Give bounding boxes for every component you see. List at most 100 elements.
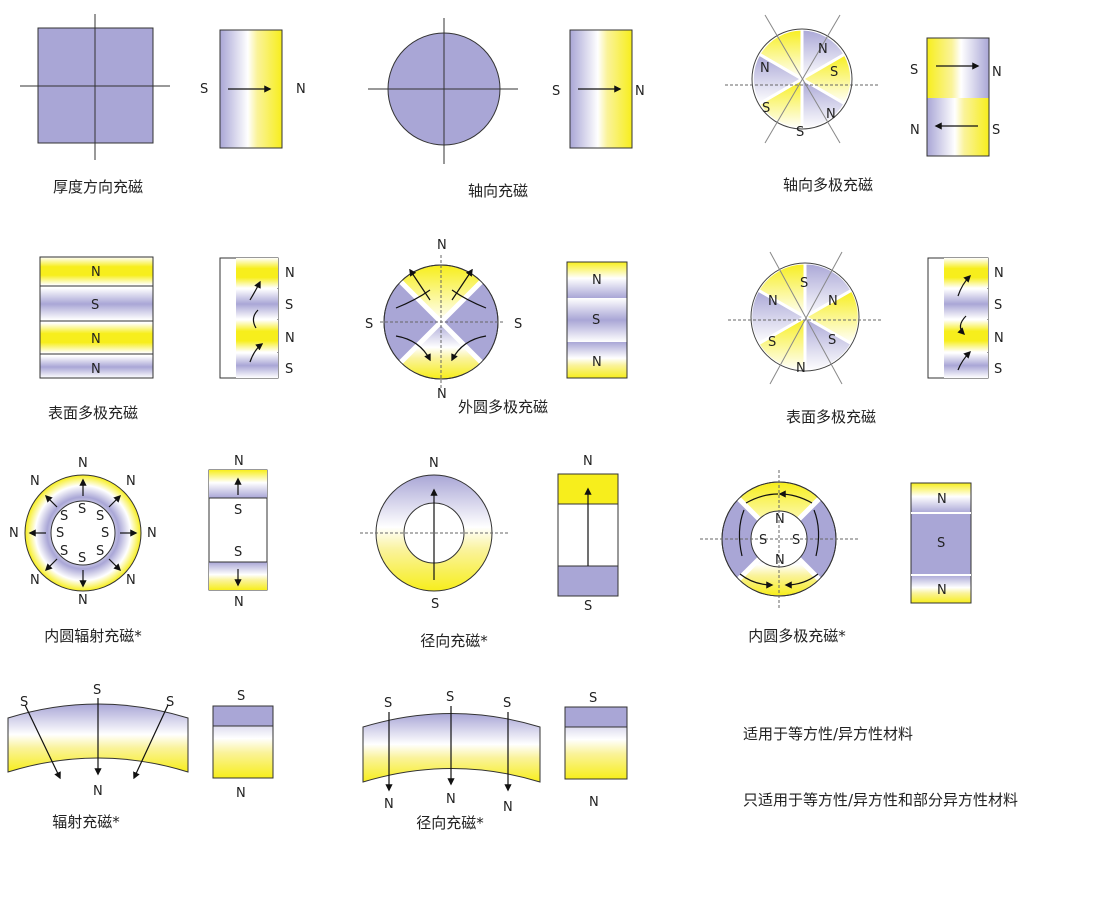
pole-label: N — [384, 797, 394, 812]
pole-label: S — [584, 599, 592, 614]
pole-label: S — [78, 551, 86, 566]
stripe-s — [40, 356, 153, 378]
diagram-radiation-arc: S S S N S N 辐射充磁* — [7, 683, 274, 831]
pole-label: N — [796, 361, 806, 376]
pole-label: S — [365, 317, 373, 332]
diagram-outer-circle-multipole: N S S N N S N 外圆多极充磁 — [365, 238, 628, 416]
pole-label: N — [937, 492, 947, 507]
pole-label: N — [910, 123, 920, 138]
pole-label: S — [234, 545, 242, 560]
pole-label: S — [285, 298, 293, 313]
side-block-n — [911, 483, 971, 513]
pole-label: S — [60, 509, 68, 524]
caption: 辐射充磁* — [52, 813, 120, 831]
pole-label: S — [503, 696, 511, 711]
caption: 内圆辐射充磁* — [44, 627, 142, 645]
pole-label: S — [60, 544, 68, 559]
pole-label: N — [592, 273, 602, 288]
pole-label: S — [792, 533, 800, 548]
pole-label: S — [237, 689, 245, 704]
side-block-n — [911, 575, 971, 603]
pole-label: N — [589, 795, 599, 810]
pole-label: S — [592, 313, 600, 328]
pole-label: N — [9, 526, 19, 541]
pole-label: S — [446, 690, 454, 705]
stripe-n — [40, 323, 153, 353]
stripe-n — [40, 257, 153, 285]
side-block-n — [567, 262, 627, 298]
six-sector-disc — [728, 251, 882, 385]
caption: 径向充磁* — [420, 632, 488, 650]
pole-label: S — [830, 65, 838, 80]
pole-label: N — [234, 595, 244, 610]
caption: 表面多极充磁 — [786, 408, 876, 426]
stripe-s — [40, 288, 153, 320]
radial-arrows — [28, 478, 138, 588]
pole-label: N — [296, 82, 306, 97]
pole-label: N — [635, 84, 645, 99]
pole-label: N — [285, 266, 295, 281]
side-block-s — [567, 298, 627, 342]
side-block-n — [567, 342, 627, 378]
pole-label: N — [126, 573, 136, 588]
six-sector-disc — [725, 14, 880, 144]
pole-label: N — [91, 362, 101, 377]
pole-label: N — [994, 331, 1004, 346]
side-view-block — [926, 37, 990, 157]
pole-label: S — [96, 544, 104, 559]
pole-label: N — [437, 238, 447, 253]
pole-label: N — [768, 294, 778, 309]
caption: 轴向多极充磁 — [783, 176, 873, 194]
diagram-thickness-magnetization: S N 厚度方向充磁 — [20, 14, 306, 196]
caption: 厚度方向充磁 — [53, 178, 143, 196]
pole-label: N — [994, 266, 1004, 281]
pole-label: N — [992, 65, 1002, 80]
legend-note-partial-anisotropic: 只适用于等方性/异方性和部分异方性材料 — [743, 791, 1018, 809]
diagram-surface-multipole-block: N S N N N S N S 表面多极充磁 — [39, 256, 295, 422]
side-block-bottom-half — [927, 98, 989, 156]
pole-label: S — [759, 533, 767, 548]
pole-label: S — [994, 362, 1002, 377]
pole-label: S — [93, 683, 101, 698]
pole-label: S — [101, 526, 109, 541]
pole-label: N — [236, 786, 246, 801]
pole-label: N — [91, 332, 101, 347]
pole-label: N — [30, 573, 40, 588]
legend-note-isotropic-anisotropic: 适用于等方性/异方性材料 — [743, 725, 913, 743]
pole-label: N — [760, 61, 770, 76]
pole-label: S — [56, 526, 64, 541]
pole-label: N — [147, 526, 157, 541]
pole-label: N — [583, 454, 593, 469]
pole-label: N — [78, 456, 88, 471]
pole-label: N — [826, 107, 836, 122]
side-block-top-half — [927, 38, 989, 98]
pole-label: S — [937, 536, 945, 551]
pole-label: S — [796, 125, 804, 140]
pole-label: N — [775, 553, 785, 568]
pole-label: N — [285, 331, 295, 346]
diagram-axial-magnetization: S N 轴向充磁 — [368, 18, 645, 200]
diagram-inner-radial: N N N N N N N N S S S S S S S S N S S N … — [9, 454, 268, 645]
striped-plate — [39, 256, 154, 379]
caption: 内圆多极充磁* — [748, 627, 846, 645]
pole-label: S — [91, 298, 99, 313]
pole-label: N — [446, 792, 456, 807]
pole-label: N — [93, 784, 103, 799]
pole-label: S — [200, 82, 208, 97]
pole-label: S — [20, 695, 28, 710]
diagram-axial-multipole: N S N S S N S N N S 轴向多极充磁 — [725, 14, 1002, 194]
diagram-surface-multipole-disc: S N N S N S N S N S 表面多极充磁 — [728, 251, 1004, 426]
caption: 表面多极充磁 — [48, 404, 138, 422]
diagram-inner-multipole: N S S N N S N 内圆多极充磁* — [700, 470, 972, 645]
pole-label: S — [96, 509, 104, 524]
pole-label: S — [828, 333, 836, 348]
pole-label: N — [78, 593, 88, 608]
pole-label: S — [514, 317, 522, 332]
pole-label: N — [234, 454, 244, 469]
pole-label: N — [937, 583, 947, 598]
pole-label: S — [234, 503, 242, 518]
pole-label: N — [30, 474, 40, 489]
pole-label: N — [429, 456, 439, 471]
pole-label: N — [91, 265, 101, 280]
